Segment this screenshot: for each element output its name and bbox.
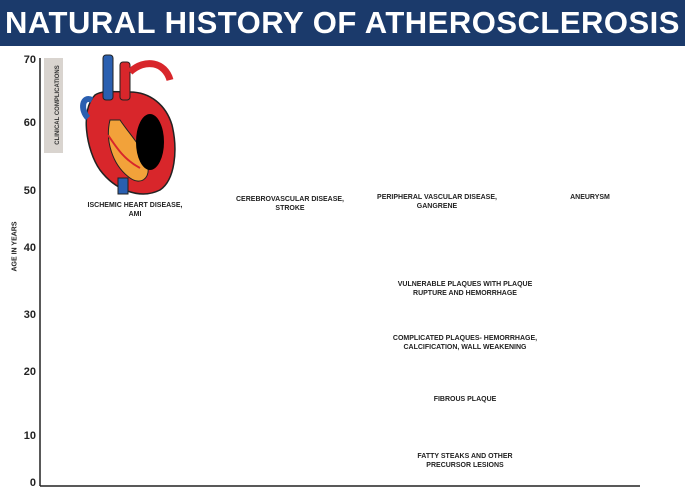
title-banner: NATURAL HISTORY OF ATHEROSCLEROSIS xyxy=(0,0,685,46)
label-stage-complicated: COMPLICATED PLAQUES- HEMORRHAGE, CALCIFI… xyxy=(392,335,538,351)
y-tick-70: 70 xyxy=(23,54,36,66)
label-cerebrovascular-disease: CEREBROVASCULAR DISEASE, STROKE xyxy=(236,196,344,212)
label-aneurysm: ANEURYSM xyxy=(570,194,610,201)
y-tick-0: 0 xyxy=(29,477,36,489)
y-tick-20: 20 xyxy=(23,366,36,378)
y-tick-30: 30 xyxy=(23,309,36,321)
heart-icon xyxy=(80,54,176,195)
label-stage-fibrous: FIBROUS PLAQUE xyxy=(433,396,497,403)
label-peripheral-vascular-disease: PERIPHERAL VASCULAR DISEASE, GANGRENE xyxy=(377,194,497,210)
clinical-complications-band: CLINICAL COMPLICATIONS xyxy=(44,58,63,153)
y-tick-40: 40 xyxy=(23,242,36,254)
label-stage-vulnerable: VULNERABLE PLAQUES WITH PLAQUE RUPTURE A… xyxy=(397,281,533,297)
page-title: NATURAL HISTORY OF ATHEROSCLEROSIS xyxy=(5,5,680,40)
y-tick-60: 60 xyxy=(23,117,36,129)
label-ischemic-heart-disease: ISCHEMIC HEART DISEASE, AMI xyxy=(87,202,183,218)
y-tick-50: 50 xyxy=(23,185,36,197)
y-tick-10: 10 xyxy=(23,430,36,442)
label-stage-fatty: FATTY STEAKS AND OTHER PRECURSOR LESIONS xyxy=(417,453,513,469)
